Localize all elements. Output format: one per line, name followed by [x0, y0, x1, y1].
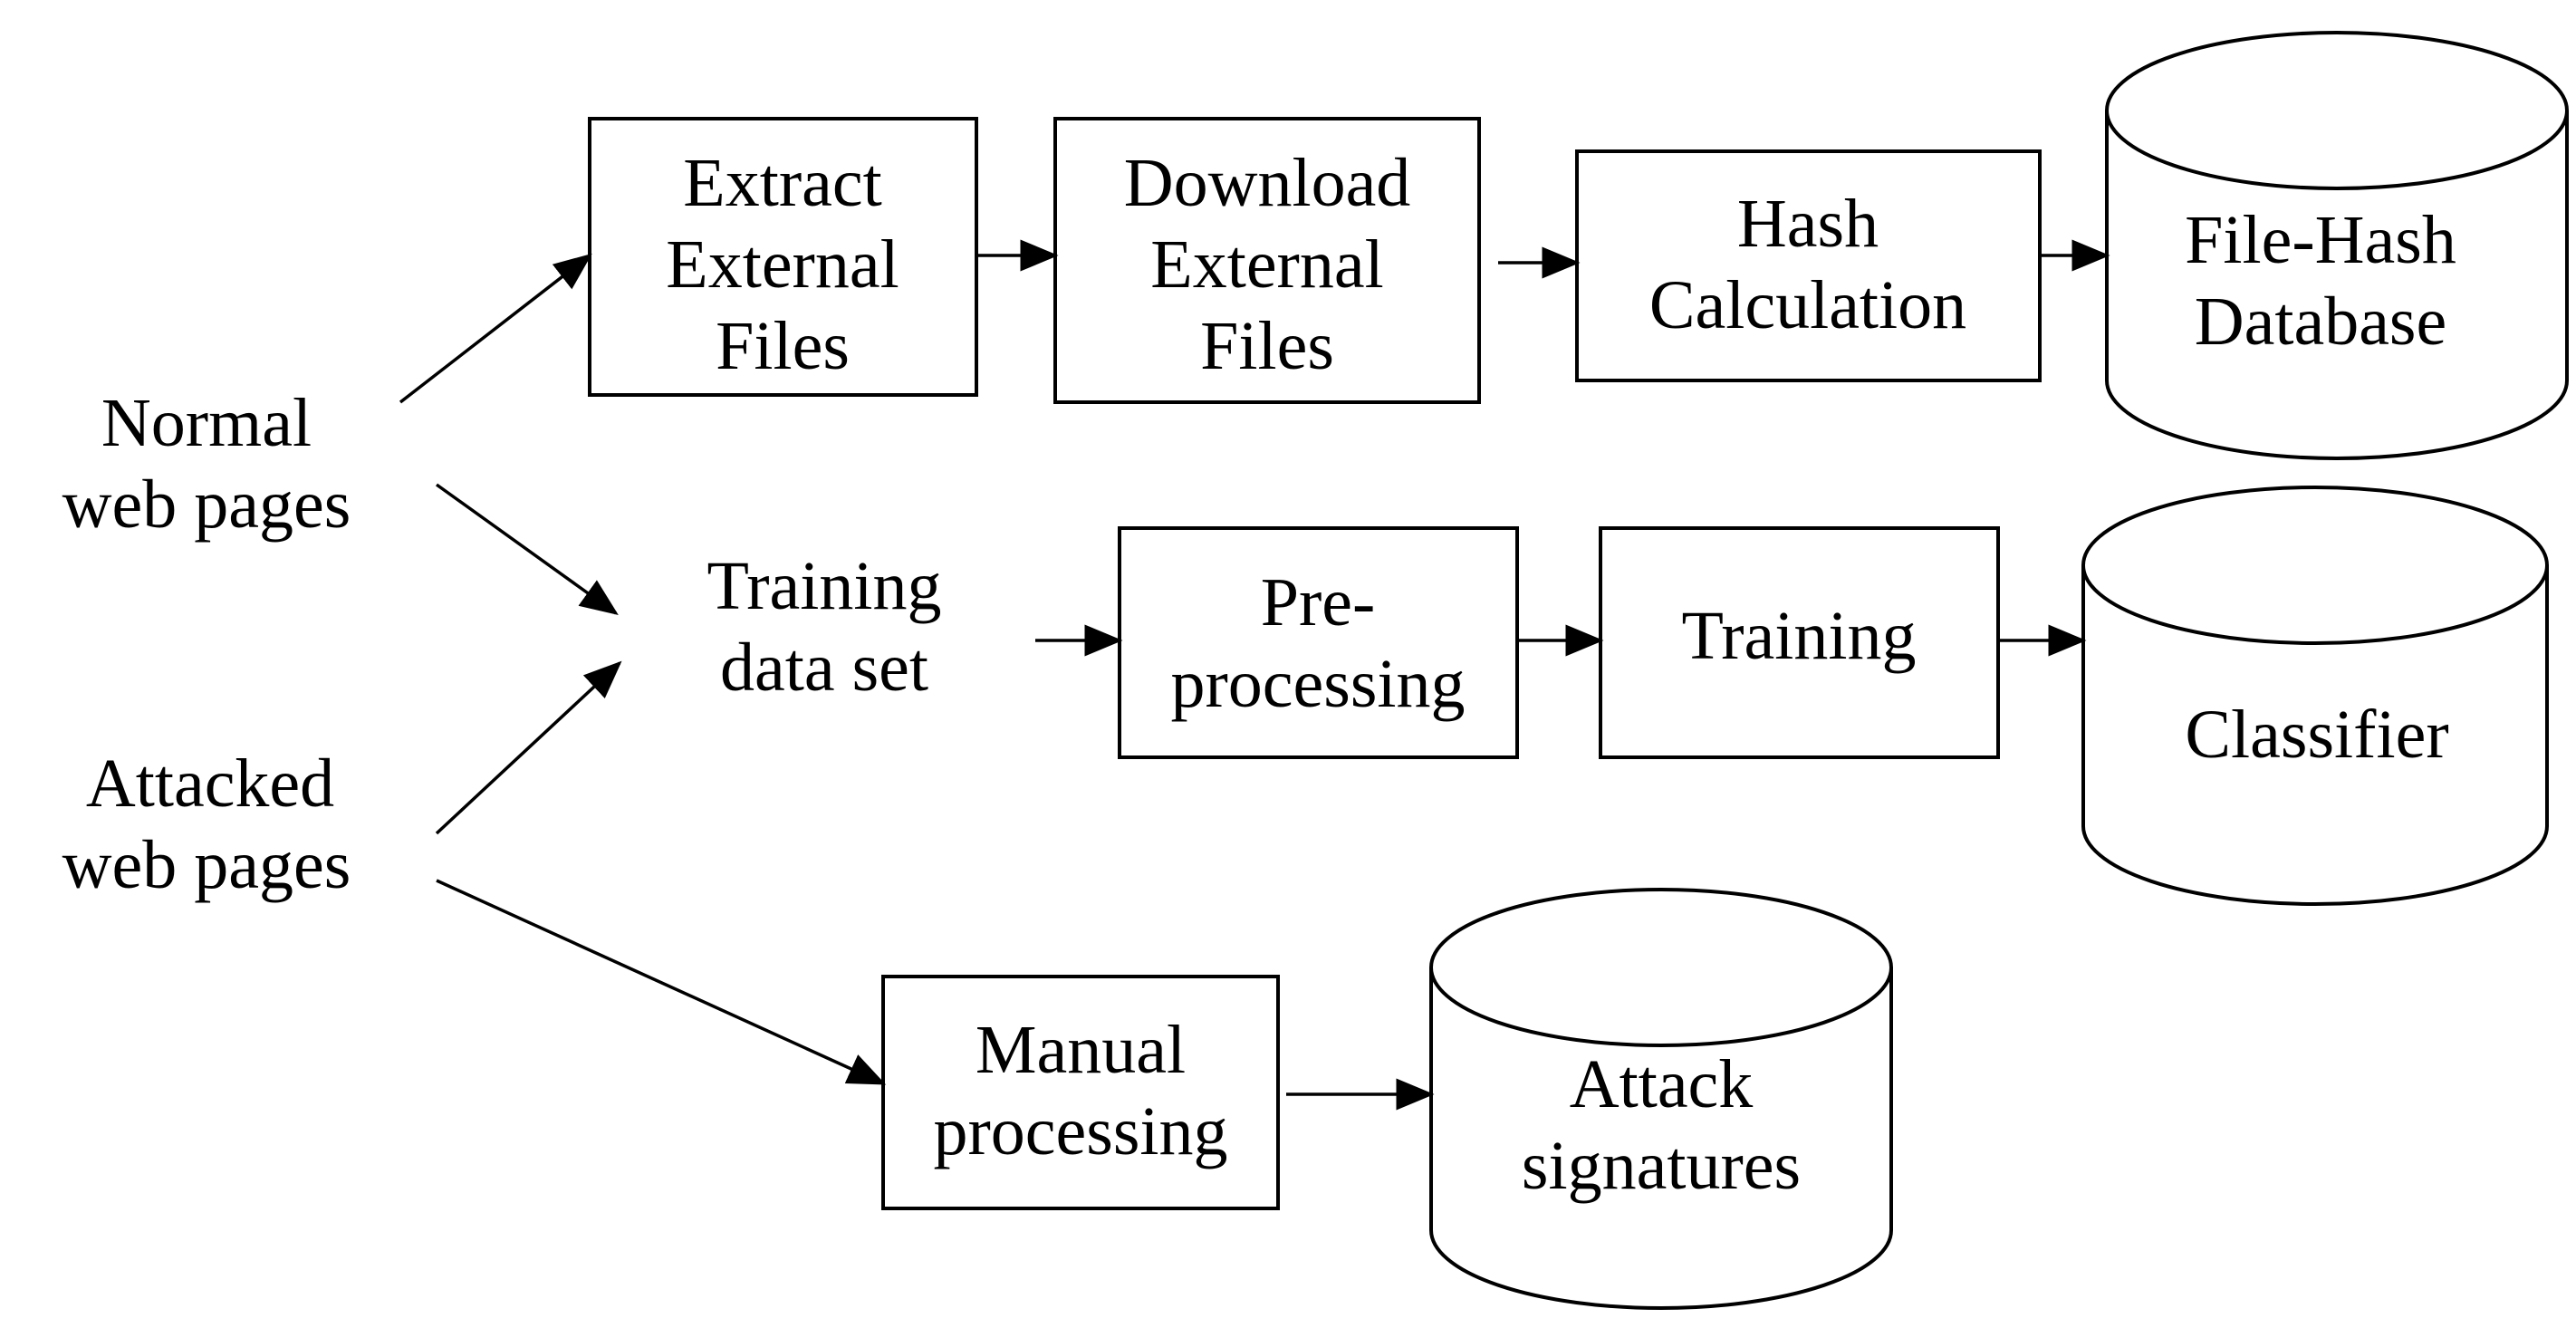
attacked-web-pages-line-1: Attacked	[86, 746, 334, 822]
hash-calculation-box: Hash Calculation	[1575, 149, 2042, 382]
extract-external-files-line-1: Extract	[683, 145, 881, 221]
normal-web-pages-line-2: web pages	[62, 467, 351, 543]
hash-calculation-line-2: Calculation	[1649, 267, 1966, 343]
extract-external-files-line-3: Files	[716, 308, 850, 384]
pre-processing-line-2: processing	[1170, 646, 1465, 722]
file-hash-database-cylinder: File-Hash Database	[2105, 31, 2569, 460]
classifier-line-1: Classifier	[2185, 697, 2448, 773]
arrow-attacked-to-manual	[436, 879, 887, 1085]
training-data-set-line-2: data set	[720, 630, 928, 706]
manual-processing-line-1: Manual	[976, 1012, 1186, 1088]
attack-signatures-cylinder: Attack signatures	[1429, 888, 1893, 1310]
download-external-files-line-2: External	[1150, 226, 1383, 303]
attacked-web-pages-line-2: web pages	[62, 827, 351, 903]
extract-external-files-line-2: External	[666, 226, 899, 303]
manual-processing-box: Manual processing	[881, 975, 1280, 1210]
hash-calculation-line-1: Hash	[1737, 186, 1879, 262]
arrow-normal-to-training-data	[435, 483, 619, 616]
pre-processing-box: Pre- processing	[1118, 526, 1519, 759]
training-data-set-label: Training data set	[706, 548, 941, 706]
pre-processing-line-1: Pre-	[1261, 564, 1376, 640]
file-hash-database-line-2: Database	[2195, 284, 2447, 360]
attacked-web-pages-label: Attacked web pages	[62, 746, 351, 903]
extract-external-files-box: Extract External Files	[588, 117, 978, 397]
download-external-files-line-3: Files	[1200, 308, 1334, 384]
download-external-files-box: Download External Files	[1053, 117, 1481, 404]
normal-web-pages-line-1: Normal	[101, 385, 312, 461]
training-box: Training	[1599, 526, 2000, 759]
download-external-files-line-1: Download	[1124, 145, 1411, 221]
normal-web-pages-label: Normal web pages	[62, 385, 351, 543]
training-line-1: Training	[1681, 598, 1916, 674]
arrow-attacked-to-training-data	[435, 660, 622, 835]
arrow-normal-to-extract	[399, 253, 592, 404]
manual-processing-line-2: processing	[933, 1093, 1227, 1169]
attack-signatures-line-2: signatures	[1522, 1128, 1801, 1204]
file-hash-database-line-1: File-Hash	[2185, 202, 2456, 278]
training-data-set-line-1: Training	[706, 548, 941, 624]
attack-signatures-line-1: Attack	[1570, 1046, 1754, 1122]
classifier-cylinder: Classifier	[2081, 486, 2549, 906]
